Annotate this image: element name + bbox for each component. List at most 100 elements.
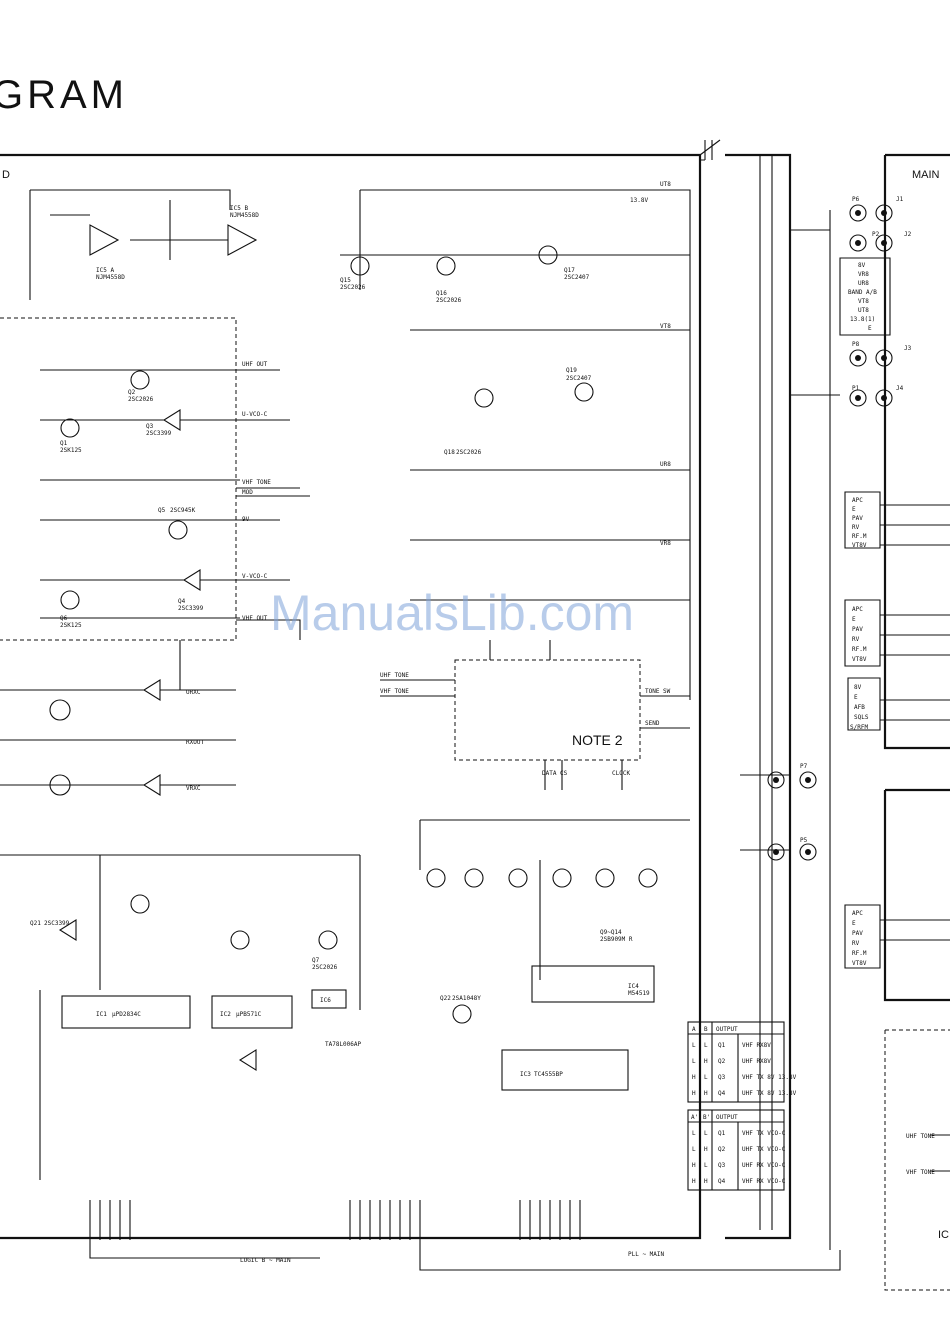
q9-q14-part: 2SB909M R — [600, 936, 633, 943]
ic1-part: µPD2834C — [112, 1011, 141, 1018]
svg-text:H: H — [692, 1090, 696, 1097]
q17-part: 2SC2407 — [564, 274, 590, 281]
switch-array-wires — [419, 819, 690, 980]
p2-connector-pins — [89, 1200, 131, 1240]
svg-text:UR8: UR8 — [858, 280, 869, 287]
svg-text:PAV: PAV — [852, 515, 863, 522]
conn-j3: J3 — [904, 345, 912, 352]
svg-text:VR8: VR8 — [858, 271, 869, 278]
svg-text:Q4: Q4 — [718, 1178, 726, 1185]
svg-text:S/RFM: S/RFM — [850, 724, 868, 731]
svg-text:Q2: Q2 — [718, 1058, 726, 1065]
svg-text:H: H — [704, 1146, 708, 1153]
bus-tap — [699, 139, 721, 156]
svg-text:VT8V: VT8V — [852, 656, 867, 663]
svg-text:H: H — [692, 1178, 696, 1185]
logic-board-border — [0, 153, 702, 1240]
ic5b-opamp — [227, 224, 258, 256]
q2-rx-buffer — [142, 679, 161, 701]
svg-text:APC: APC — [852, 606, 863, 613]
svg-text:Q3: Q3 — [718, 1074, 726, 1081]
net-vhf-tone: VHF TONE — [242, 479, 271, 486]
q5-transistor — [168, 520, 188, 540]
main-pin-block-lower: APC E PAV RV RF.M VT8V — [844, 904, 881, 969]
main-pin-block-j5: APC E PAV RV RF.M VT8V — [844, 491, 881, 549]
net-13v8-top: 13.8V — [630, 197, 648, 204]
main-pin-block-j6: APC E PAV RV RF.M VT8V — [844, 599, 881, 667]
q16-ref: Q16 — [436, 290, 447, 297]
q4-ref: Q4 — [178, 598, 186, 605]
tt1-header-output: OUTPUT — [716, 1026, 738, 1033]
main-pin-block-1: 8V VR8 UR8 BAND A/B VT8 UT8 13.8(1) E — [839, 257, 891, 336]
q5-part: 2SC945K — [170, 507, 196, 514]
ic6-part: TA78L006AP — [325, 1041, 362, 1048]
q1-logic-transistor — [130, 894, 150, 914]
q1-transistor — [60, 418, 80, 438]
q9-q14-ref: Q9~Q14 — [600, 929, 622, 936]
q5-ref: Q5 — [158, 507, 166, 514]
svg-text:Q3: Q3 — [718, 1162, 726, 1169]
svg-text:RV: RV — [852, 524, 860, 531]
conn-j2: J2 — [904, 231, 912, 238]
svg-text:UHF TX 8V 13.8V: UHF TX 8V 13.8V — [742, 1090, 797, 1097]
q18-ref: Q18 — [444, 449, 455, 456]
main-unit-lower-border — [883, 788, 950, 1002]
q17-ref: Q17 — [564, 267, 575, 274]
side-uhf-tone: UHF TONE — [906, 1133, 935, 1140]
q2-ref: Q2 — [128, 389, 136, 396]
q11-transistor — [552, 868, 572, 888]
ic2-part: µPB571C — [236, 1011, 262, 1018]
interconnect-bus — [89, 1240, 841, 1271]
q2-part: 2SC2026 — [128, 396, 154, 403]
watermark: ManualsLib.com — [270, 585, 634, 641]
q1-rx-transistor — [49, 699, 71, 721]
q16-part: 2SC2026 — [436, 297, 462, 304]
audio-section-wires — [29, 189, 240, 300]
svg-text:PAV: PAV — [852, 626, 863, 633]
label-pll-main: PLL ~ MAIN — [628, 1251, 665, 1258]
q3-ref: Q3 — [146, 423, 154, 430]
main-unit-heading: MAIN — [912, 169, 940, 181]
rf-section-wires — [340, 189, 691, 700]
svg-text:E: E — [852, 506, 856, 513]
conn-j1: J1 — [896, 196, 904, 203]
svg-text:L: L — [692, 1058, 696, 1065]
svg-text:RV: RV — [852, 636, 860, 643]
svg-text:L: L — [704, 1042, 708, 1049]
svg-text:RF.M: RF.M — [852, 646, 867, 653]
q6-part: 2SK125 — [60, 622, 82, 629]
svg-text:Q2: Q2 — [718, 1146, 726, 1153]
ic4-chip — [531, 965, 655, 1003]
ic5a-ref: IC5 A — [96, 267, 114, 274]
q6-logic-transistor — [230, 930, 250, 950]
side-ic-label: IC — [938, 1229, 949, 1241]
svg-text:L: L — [704, 1162, 708, 1169]
svg-text:BAND A/B: BAND A/B — [848, 289, 877, 296]
vco-out-wires — [236, 369, 310, 640]
svg-text:SQLS: SQLS — [854, 714, 869, 721]
q3-rx-buffer — [142, 774, 161, 796]
net-send: SEND — [645, 720, 660, 727]
side-vhf-tone: VHF TONE — [906, 1169, 935, 1176]
vco-unit-box — [0, 317, 237, 641]
svg-text:E: E — [852, 616, 856, 623]
q14-transistor — [426, 868, 446, 888]
q22-ref: Q22 — [440, 995, 451, 1002]
ic3-chip — [501, 1049, 629, 1091]
tt1-header-b: B — [704, 1026, 708, 1033]
svg-text:VHF RX VCO-C: VHF RX VCO-C — [742, 1178, 786, 1185]
ic6-ref: IC6 — [320, 997, 331, 1004]
connector-bus-wires — [740, 155, 840, 1250]
q19-ref: Q19 — [566, 367, 577, 374]
q6-transistor — [60, 590, 80, 610]
p1-connector-pins — [349, 1200, 421, 1240]
ic1-chip — [61, 995, 191, 1029]
svg-text:UHF RX VCO-C: UHF RX VCO-C — [742, 1162, 786, 1169]
svg-text:PAV: PAV — [852, 930, 863, 937]
q21-ref: Q21 — [30, 920, 41, 927]
q21-buffer — [58, 919, 77, 941]
q15-ref: Q15 — [340, 277, 351, 284]
q19-transistor — [574, 382, 594, 402]
logic-wires — [0, 854, 361, 1180]
ic5b-ref: IC5 B — [230, 205, 248, 212]
